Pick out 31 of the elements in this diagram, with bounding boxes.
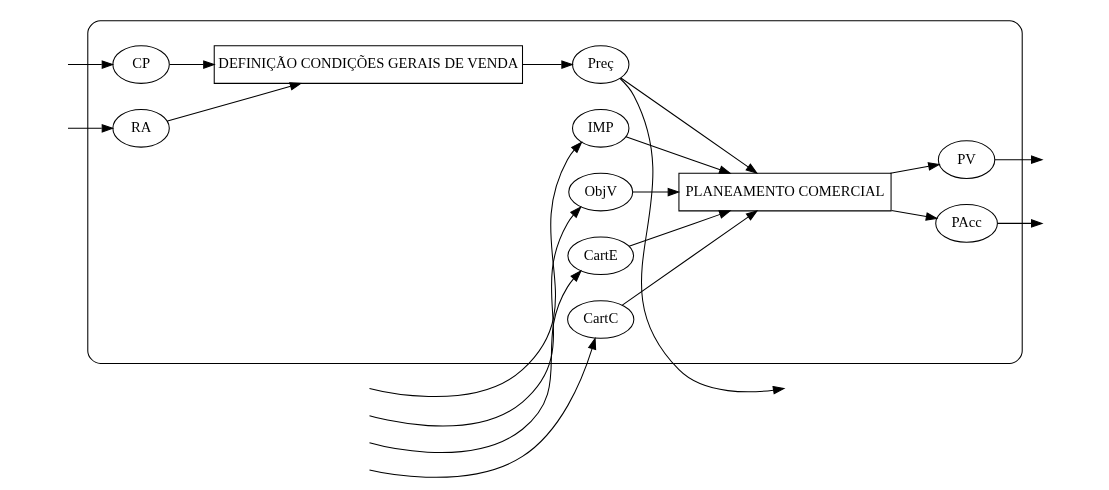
arrow [621,210,758,306]
arrow [66,123,114,133]
node-box: DEFINIÇÃO CONDIÇÕES GERAIS DE VENDA [213,45,523,84]
node-ellipse: PAcc [934,204,998,243]
node-ellipse: PV [937,140,995,179]
node-ellipse: IMP [571,108,629,148]
arrow [889,162,941,174]
node-ellipse: CartC [566,300,634,339]
arrow [368,205,582,427]
arrow [890,209,938,221]
arrow [521,60,574,69]
arrow [996,219,1044,228]
arrow [368,269,582,454]
arrow [619,77,758,174]
arrow [624,136,732,174]
arrow [166,82,302,122]
node-ellipse: ObjV [567,172,633,212]
cluster [86,20,1023,364]
arrow [368,141,583,397]
arrow [628,210,732,247]
node-box: PLANEAMENTO COMERCIAL [677,172,892,212]
arrow [368,336,596,478]
node-ellipse: CartE [566,236,634,276]
arrow [168,60,216,69]
arrow [619,78,785,395]
node-ellipse: Preç [571,45,629,84]
arrow [66,60,114,69]
node-ellipse: CP [111,45,170,84]
node-ellipse: RA [111,108,170,148]
arrow [631,187,680,197]
arrow [993,155,1044,165]
